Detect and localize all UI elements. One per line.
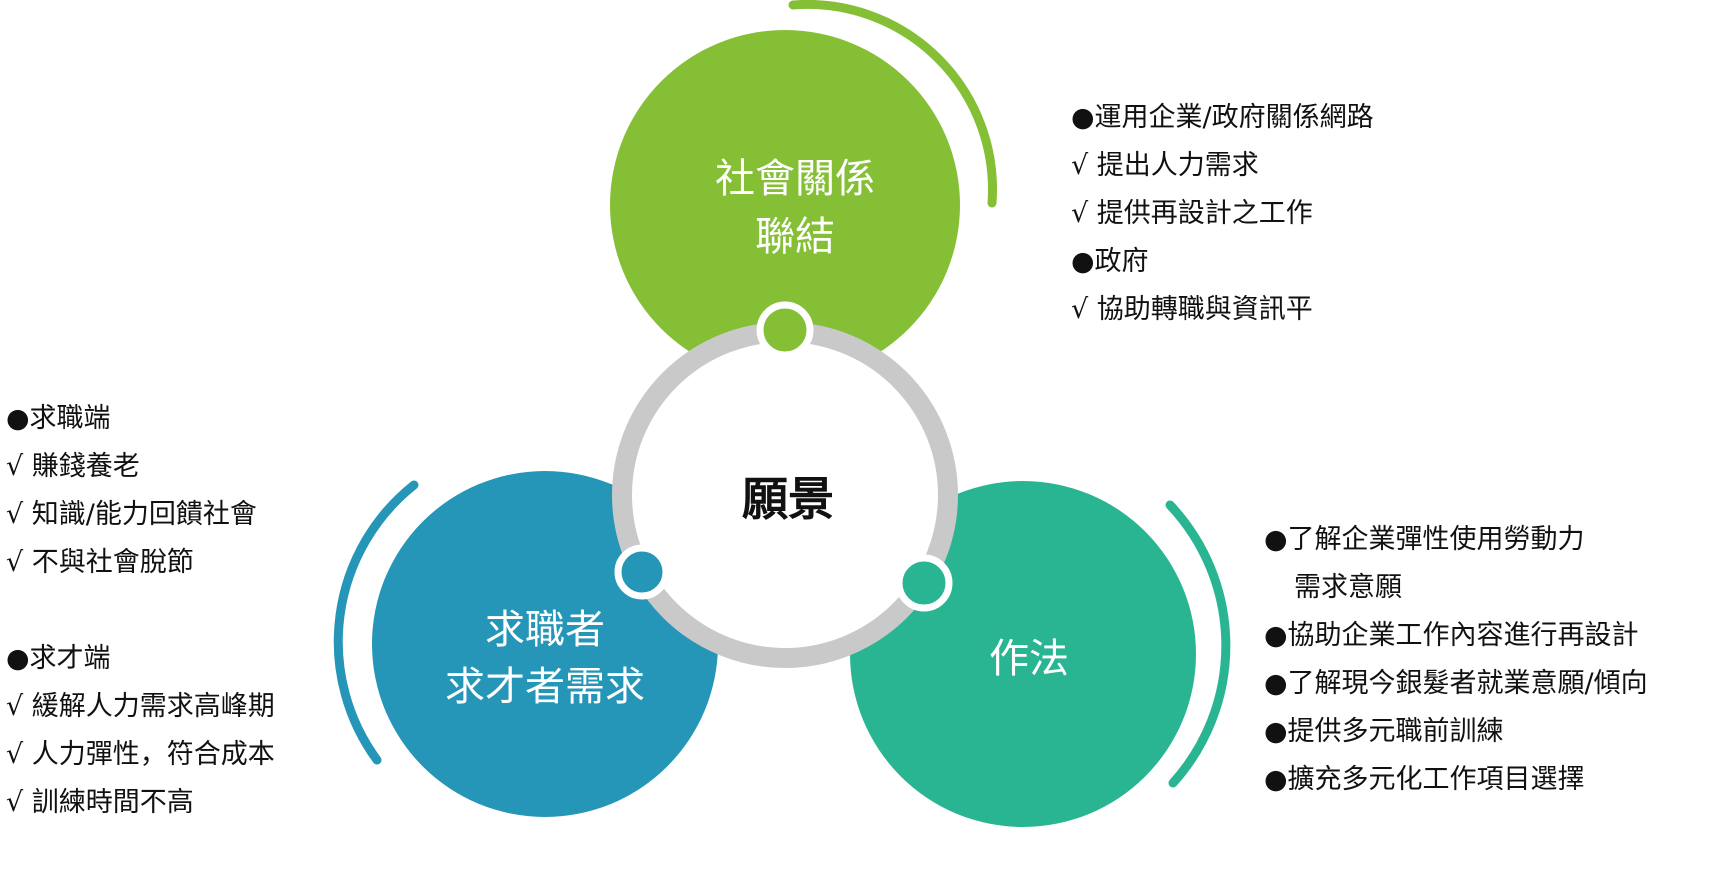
text-block-method: ●了解企業彈性使用勞動力 需求意願 ●協助企業工作內容進行再設計 ●了解現今銀髮… <box>1264 516 1648 804</box>
circle-social-connection <box>610 30 960 380</box>
circle-right-label: 作法 <box>989 636 1069 682</box>
text-block-employer: ●求才端 √ 緩解人力需求高峰期 √ 人力彈性，符合成本 √ 訓練時間不高 <box>6 635 275 827</box>
green-outer-arc <box>788 0 997 208</box>
text-line: ●擴充多元化工作項目選擇 <box>1264 764 1585 795</box>
text-line: √ 知識/能力回饋社會 <box>6 499 257 530</box>
text-block-social-connection: ●運用企業/政府關係網路 √ 提出人力需求 √ 提供再設計之工作 ●政府 √ 協… <box>1071 94 1374 334</box>
text-line: ●運用企業/政府關係網路 <box>1071 102 1374 133</box>
connector-dot-top <box>756 301 814 359</box>
circle-left-label-line2: 求才者需求 <box>445 664 645 710</box>
center-label: 願景 <box>742 472 834 526</box>
circle-top-label-line2: 聯結 <box>755 214 835 260</box>
text-block-job-seeker: ●求職端 √ 賺錢養老 √ 知識/能力回饋社會 √ 不與社會脫節 <box>6 395 257 587</box>
text-line: √ 賺錢養老 <box>6 451 140 482</box>
text-line: ●政府 <box>1071 246 1149 277</box>
text-line: ●了解企業彈性使用勞動力 <box>1264 524 1585 555</box>
connector-dot-left <box>614 544 670 600</box>
circle-top-label-line1: 社會關係 <box>715 156 875 202</box>
text-line: ●求職端 <box>6 403 111 434</box>
text-line: ●了解現今銀髮者就業意願/傾向 <box>1264 668 1648 699</box>
text-line: √ 提出人力需求 <box>1071 150 1259 181</box>
text-line: √ 不與社會脫節 <box>6 547 194 578</box>
center-white-disc <box>630 340 940 650</box>
text-line: ●協助企業工作內容進行再設計 <box>1264 620 1639 651</box>
text-line: √ 協助轉職與資訊平 <box>1071 294 1313 325</box>
text-line: √ 提供再設計之工作 <box>1071 198 1313 229</box>
text-line: ●提供多元職前訓練 <box>1264 716 1504 747</box>
text-line: √ 緩解人力需求高峰期 <box>6 691 275 722</box>
text-line: ●求才端 <box>6 643 111 674</box>
connector-dot-right <box>895 554 953 612</box>
circle-left-label-line1: 求職者 <box>485 607 605 653</box>
text-line: √ 人力彈性，符合成本 <box>6 739 275 770</box>
blue-outer-arc <box>333 480 419 765</box>
text-line: 需求意願 <box>1294 572 1402 603</box>
text-line: √ 訓練時間不高 <box>6 787 194 818</box>
teal-outer-arc <box>1165 500 1231 788</box>
